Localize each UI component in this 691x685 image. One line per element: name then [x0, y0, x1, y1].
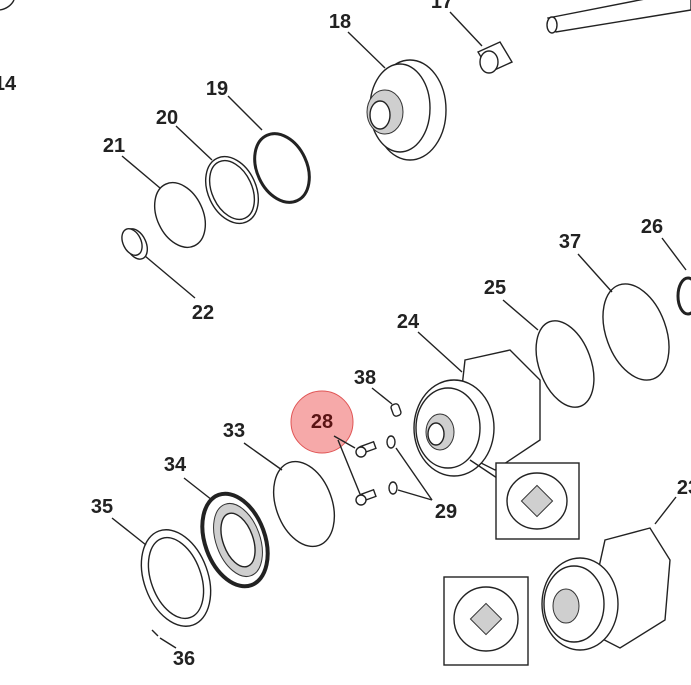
part-28-bolt [355, 488, 377, 506]
part-36-pin [151, 629, 159, 637]
label-14: 14 [0, 73, 17, 95]
label-21: 21 [103, 135, 125, 157]
part-38-pin [390, 403, 402, 417]
part-20-ring [175, 125, 260, 225]
part-28-bolt [355, 440, 377, 458]
part-23-carrier [541, 496, 677, 651]
label-23: 23 [677, 477, 691, 499]
part-partial-top-left [0, 0, 15, 11]
label-28[interactable]: 28 [311, 411, 333, 433]
label-17: 17 [431, 0, 453, 13]
part-22-seal [121, 228, 196, 299]
label-29: 29 [435, 501, 457, 523]
part-29-washer [388, 481, 398, 495]
part-24-carrier [413, 331, 541, 481]
part-21-ring [121, 155, 207, 249]
part-shaft [546, 0, 691, 34]
part-18-housing [347, 31, 447, 161]
part-33-plate [272, 460, 336, 548]
label-33: 33 [223, 420, 245, 442]
label-18: 18 [329, 11, 351, 33]
part-35-cover [111, 517, 212, 627]
part-26-ring [676, 276, 691, 316]
part-29-washer [386, 435, 396, 449]
label-37: 37 [559, 231, 581, 253]
part-19-ring [253, 132, 311, 204]
label-26: 26 [641, 216, 663, 238]
label-25: 25 [484, 277, 506, 299]
label-22: 22 [192, 302, 214, 324]
label-38: 38 [354, 367, 376, 389]
part-17-bushing [449, 11, 514, 74]
label-19: 19 [206, 78, 228, 100]
part-25-ring [535, 320, 595, 408]
label-35: 35 [91, 496, 113, 518]
part-34-gear [183, 477, 270, 589]
part-37-ring [602, 283, 670, 381]
label-24: 24 [397, 311, 420, 333]
label-36: 36 [173, 648, 195, 670]
label-20: 20 [156, 107, 178, 129]
label-34: 34 [164, 454, 187, 476]
